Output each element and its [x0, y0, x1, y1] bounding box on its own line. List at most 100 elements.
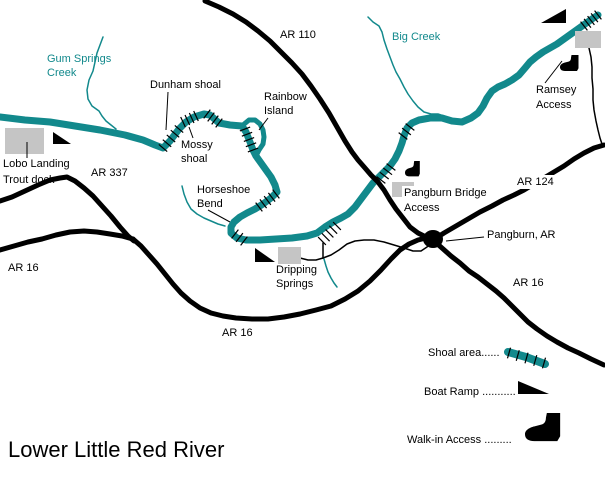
label-dripping-2: Springs — [276, 278, 314, 290]
label-big-creek: Big Creek — [392, 31, 441, 43]
access-site-dripping-springs — [278, 247, 301, 264]
shoal-tick — [170, 129, 180, 138]
shoal-ticks-mossy-east — [203, 109, 223, 128]
label-ar16-southeast: AR 16 — [513, 277, 544, 289]
shoal-tick — [541, 357, 547, 369]
shoal-tick — [162, 139, 172, 148]
pointer-line-dunham — [165, 91, 169, 131]
shoal-tick — [594, 10, 602, 20]
shoal-tick — [533, 355, 538, 366]
road-ramsey-lane — [588, 47, 603, 145]
shoal-tick — [193, 110, 199, 122]
label-horseshoe-1: Horseshoe — [197, 184, 250, 196]
shoal-tick — [203, 109, 211, 119]
label-legend-boat-ramp: Boat Ramp ........... — [424, 386, 516, 398]
walk-in-boot-icon-legend-sample — [525, 413, 561, 442]
label-gum-springs-1: Gum Springs — [47, 53, 112, 65]
shoal-tick — [317, 236, 327, 246]
label-lobo-1: Lobo Landing — [3, 158, 70, 170]
label-bg-pangburn-bridge-1 — [402, 186, 486, 199]
label-ramsey-1: Ramsey — [536, 84, 577, 96]
boat-ramp-icon-dripping-springs — [255, 248, 275, 262]
shoal-tick — [245, 142, 257, 148]
label-legend-walk-in: Walk-in Access ......... — [407, 434, 512, 446]
shoal-tick — [166, 134, 176, 143]
river-main — [0, 11, 602, 244]
label-ar16-west: AR 16 — [8, 262, 39, 274]
shoal-tick — [231, 229, 239, 239]
access-site-lobo-landing — [5, 128, 44, 154]
road-ar110 — [202, 0, 436, 243]
shoal-tick — [207, 112, 215, 122]
shoal-tick — [235, 232, 244, 243]
shoal-tick — [515, 350, 520, 361]
shoal-ticks-dripping-northeast — [317, 221, 342, 246]
pointer-line-horseshoe — [207, 209, 231, 223]
label-ar124: AR 124 — [517, 176, 554, 188]
town-dot-pangburn — [423, 230, 443, 248]
label-horseshoe-2: Bend — [197, 198, 223, 210]
label-ar16-middle: AR 16 — [222, 327, 253, 339]
shoal-tick — [215, 118, 223, 128]
boat-ramp-icon-upper-river — [541, 9, 566, 23]
shoal-tick — [379, 171, 390, 180]
shoal-tick — [398, 132, 408, 140]
shoal-tick — [332, 221, 342, 231]
label-pangburn-bridge-1: Pangburn Bridge — [404, 187, 487, 199]
label-gum-springs-2: Creek — [47, 67, 77, 79]
label-pangburn-town: Pangburn, AR — [487, 229, 556, 241]
shoal-ticks-bridge-northeast — [376, 163, 396, 184]
shoal-tick — [590, 13, 599, 23]
shoal-tick — [263, 195, 272, 206]
shoal-tick — [506, 347, 512, 359]
shoal-tick — [587, 15, 595, 26]
shoal-tick — [405, 123, 415, 131]
shoal-tick — [583, 18, 592, 28]
creek-gum-springs — [86, 36, 117, 130]
road-dripping-to-pangburn-lane — [299, 239, 432, 261]
label-lobo-2: Trout dock — [3, 174, 55, 186]
shoal-tick — [376, 176, 386, 184]
pointer-line-pangburn-town — [445, 236, 485, 242]
shoal-tick — [325, 229, 334, 238]
shoal-tick — [386, 163, 396, 171]
label-dripping-1: Dripping — [276, 264, 317, 276]
road-ar16-west — [0, 228, 136, 253]
shoal-tick — [247, 147, 259, 153]
shoal-ticks-horseshoe-lower — [231, 229, 248, 246]
shoal-ticks-dunham — [158, 124, 184, 153]
shoal-tick — [243, 136, 255, 143]
shoal-tick — [580, 21, 588, 31]
road-ar16-middle — [130, 235, 429, 322]
label-mossy-1: Mossy — [181, 139, 213, 151]
shoal-ticks-rainbow-island-west — [239, 126, 259, 153]
creek-horseshoe-creek — [181, 185, 226, 227]
creek-dripping-creek — [323, 258, 338, 288]
walk-in-boot-icon-pangburn-bridge — [405, 161, 420, 177]
shoal-tick — [259, 199, 268, 209]
shoal-tick — [272, 189, 280, 199]
shoal-tick — [240, 236, 248, 246]
label-pangburn-bridge-2: Access — [404, 202, 440, 214]
label-rainbow-2: Island — [264, 105, 293, 117]
shoal-tick — [174, 124, 184, 134]
shoal-ticks-river-end — [580, 10, 602, 31]
access-site-ramsey — [575, 31, 601, 48]
label-dunham-shoal: Dunham shoal — [150, 79, 221, 91]
boat-ramp-icon-lobo-landing — [53, 132, 71, 144]
shoal-tick — [267, 192, 276, 202]
shoal-ticks-legend-sample — [506, 347, 547, 369]
shoal-tick — [241, 131, 253, 137]
pointer-line-mossy — [188, 126, 194, 139]
shoal-ticks-upper-bend — [398, 123, 415, 140]
boat-ramp-icon-legend-sample — [518, 381, 549, 394]
shoal-tick — [211, 115, 219, 125]
creek-big-creek — [367, 16, 445, 117]
pointer-line-ramsey — [544, 60, 563, 84]
walk-in-boot-icon-ramsey — [560, 55, 579, 71]
shoal-ticks-mossy — [180, 110, 199, 128]
map-title: Lower Little Red River — [8, 437, 225, 462]
label-legend-shoal: Shoal area...... — [428, 347, 500, 359]
shoal-tick — [180, 116, 186, 128]
